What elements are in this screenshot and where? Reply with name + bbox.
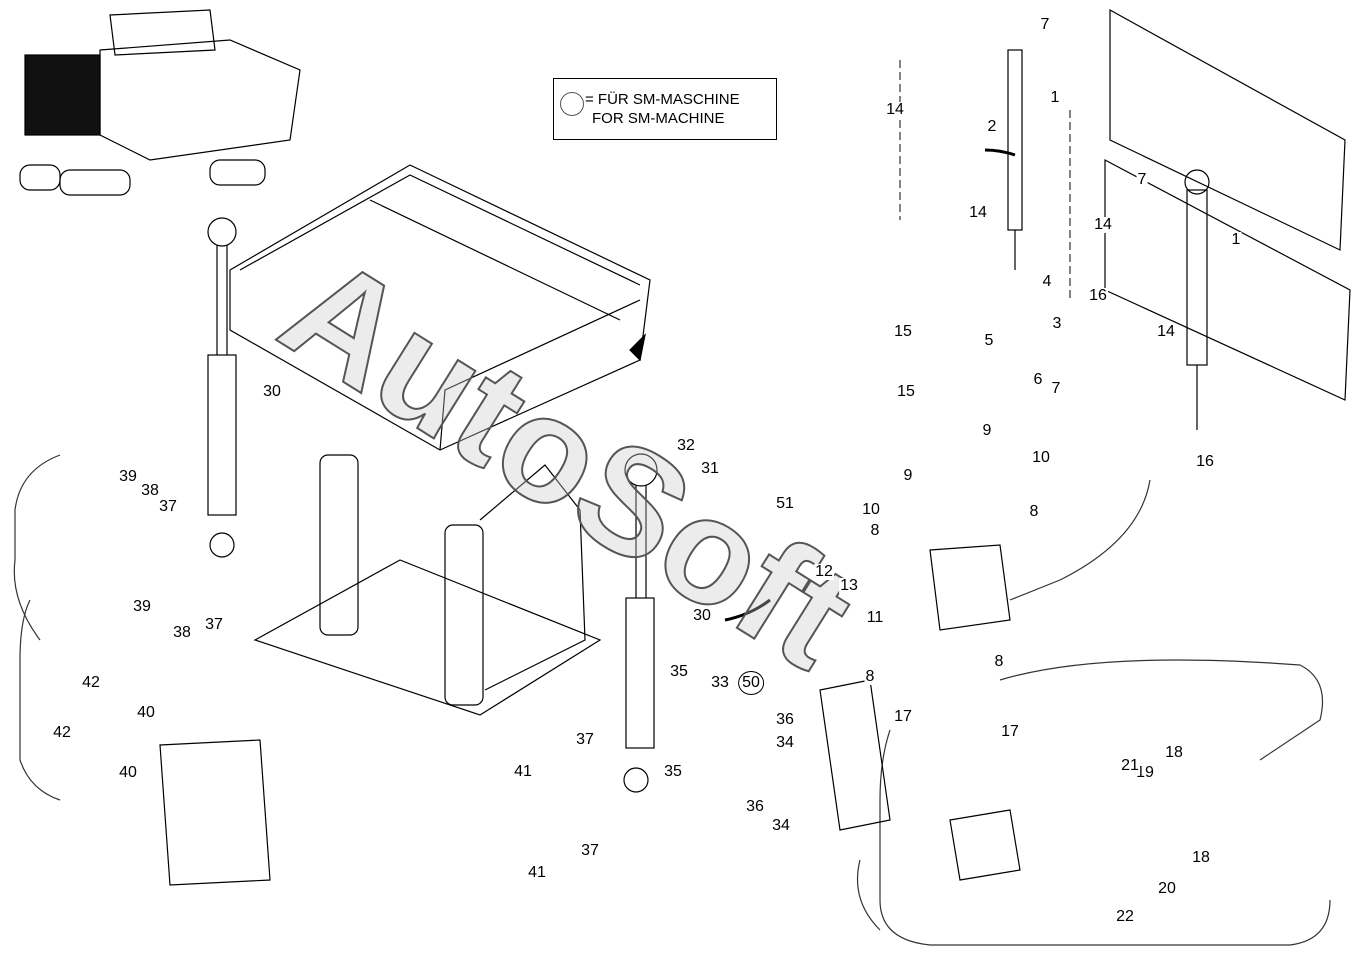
part-callout: 42 xyxy=(52,724,72,741)
part-callout: 4 xyxy=(1041,273,1053,290)
part-callout: 21 xyxy=(1120,757,1140,774)
circle-marker-icon xyxy=(560,92,584,116)
cylinders xyxy=(207,49,1210,793)
part-callout: 22 xyxy=(1115,908,1135,925)
cover-panel xyxy=(1104,8,1351,401)
part-callout: 15 xyxy=(896,383,916,400)
part-callout: 40 xyxy=(118,764,138,781)
part-callout: 9 xyxy=(981,422,993,439)
part-callout: 14 xyxy=(968,204,988,221)
part-callout: 51 xyxy=(775,495,795,512)
part-callout: 10 xyxy=(1031,449,1051,466)
part-callout: 13 xyxy=(839,577,859,594)
part-callout: 36 xyxy=(745,798,765,815)
part-callout: 20 xyxy=(1157,880,1177,897)
part-callout: 18 xyxy=(1191,849,1211,866)
part-callout: 37 xyxy=(204,616,224,633)
part-callout: 37 xyxy=(575,731,595,748)
part-callout: 1 xyxy=(1230,231,1242,248)
part-callout: 37 xyxy=(580,842,600,859)
part-callout: 8 xyxy=(864,668,876,685)
part-callout: 14 xyxy=(1093,216,1113,233)
arrow-icon xyxy=(984,148,1016,157)
part-callout: 19 xyxy=(1135,764,1155,781)
part-callout: 2 xyxy=(986,118,998,135)
part-callout: 41 xyxy=(513,763,533,780)
legend-box: = FÜR SM-MASCHINE FOR SM-MACHINE xyxy=(553,78,777,140)
part-callout: 36 xyxy=(775,711,795,728)
legend-line-english: FOR SM-MACHINE xyxy=(592,110,725,127)
part-callout: 7 xyxy=(1050,380,1062,397)
part-callout: 37 xyxy=(158,498,178,515)
part-callout: 11 xyxy=(865,609,885,626)
part-callout: 39 xyxy=(118,468,138,485)
legend-line-german: = FÜR SM-MASCHINE xyxy=(585,91,740,108)
part-callout: 32 xyxy=(676,437,696,454)
part-callout: 6 xyxy=(1032,371,1044,388)
part-callout: 50 xyxy=(738,671,764,695)
part-callout: 31 xyxy=(700,460,720,477)
part-callout: 12 xyxy=(814,563,834,580)
part-callout: 34 xyxy=(775,734,795,751)
part-callout: 34 xyxy=(771,817,791,834)
part-callout: 7 xyxy=(1136,171,1148,188)
valve-blocks xyxy=(159,544,1021,886)
part-callout: 8 xyxy=(1028,503,1040,520)
part-callout: 30 xyxy=(262,383,282,400)
part-callout: 5 xyxy=(983,332,995,349)
part-callout: 35 xyxy=(663,763,683,780)
part-callout: 16 xyxy=(1088,287,1108,304)
arrow-icon xyxy=(629,333,646,362)
machine-thumbnail xyxy=(19,9,301,196)
chassis-frame xyxy=(253,454,602,716)
arrow-icon xyxy=(724,598,771,622)
part-callout: 14 xyxy=(885,101,905,118)
part-callout: 8 xyxy=(869,522,881,539)
part-callout: 40 xyxy=(136,704,156,721)
part-callout: 38 xyxy=(172,624,192,641)
part-callout: 9 xyxy=(902,467,914,484)
part-callout: 38 xyxy=(140,482,160,499)
part-callout: 1 xyxy=(1049,89,1061,106)
part-callout: 7 xyxy=(1039,16,1051,33)
part-callout: 8 xyxy=(993,653,1005,670)
part-callout: 42 xyxy=(81,674,101,691)
part-callout: 30 xyxy=(692,607,712,624)
part-callout: 15 xyxy=(893,323,913,340)
part-callout: 17 xyxy=(893,708,913,725)
part-callout: 33 xyxy=(710,674,730,691)
part-callout: 35 xyxy=(669,663,689,680)
part-callout: 14 xyxy=(1156,323,1176,340)
part-callout: 16 xyxy=(1195,453,1215,470)
part-callout: 18 xyxy=(1164,744,1184,761)
part-callout: 3 xyxy=(1051,315,1063,332)
part-callout: 39 xyxy=(132,598,152,615)
part-callout: 41 xyxy=(527,864,547,881)
part-callout: 17 xyxy=(1000,723,1020,740)
part-callout: 10 xyxy=(861,501,881,518)
